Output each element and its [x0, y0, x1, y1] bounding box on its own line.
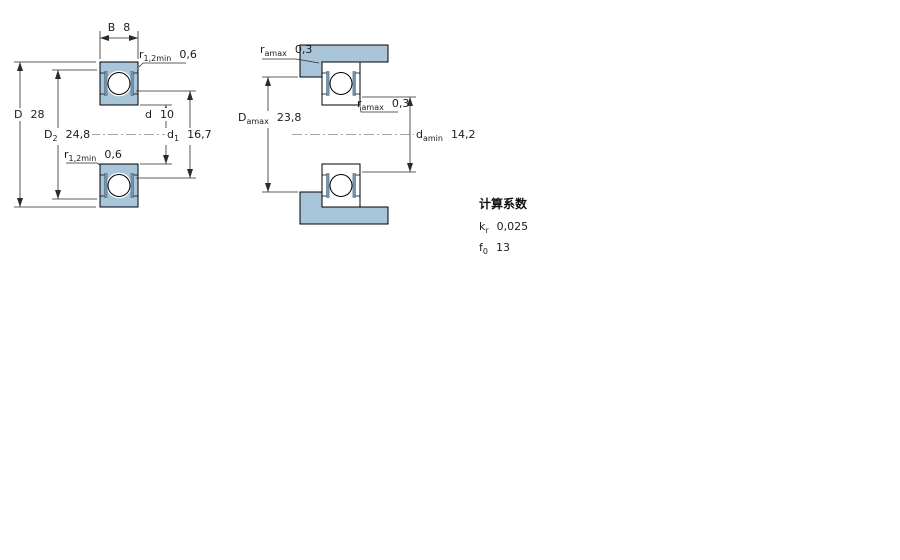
dim-ra-top-symbol: r: [260, 43, 265, 56]
dim-r12-top-value: 0,6: [179, 48, 197, 61]
factor-kr: kr 0,025: [479, 220, 528, 235]
dim-Damax-symbol: D: [238, 111, 247, 124]
dim-B-symbol: B: [107, 21, 116, 34]
dim-d1-symbol: d: [167, 128, 174, 141]
dim-ra-top-value: 0,3: [294, 43, 313, 56]
factor-kr-subscript: r: [485, 226, 489, 235]
dim-r12-top-subscript: 1,2min: [143, 54, 172, 63]
dim-label-D: D 28: [12, 108, 47, 121]
dim-r12-mid-value: 0,6: [104, 148, 122, 161]
dim-D2-value: 24,8: [65, 128, 91, 141]
dim-r12-top-symbol: r: [139, 48, 144, 61]
dim-d-symbol: d: [145, 108, 152, 121]
factor-f0: f0 13: [479, 241, 528, 256]
dim-r12-mid-symbol: r: [64, 148, 69, 161]
factor-f0-subscript: 0: [482, 247, 488, 256]
dim-D-value: 28: [30, 108, 45, 121]
dim-damin-symbol: d: [416, 128, 423, 141]
dim-D-symbol: D: [14, 108, 23, 121]
factor-f0-symbol: f: [479, 241, 483, 254]
dim-d1-subscript: 1: [173, 134, 180, 143]
dim-ra-mid-subscript: amax: [361, 103, 384, 112]
dim-damin-value: 14,2: [450, 128, 476, 141]
dim-d-value: 10: [159, 108, 174, 121]
calculation-factors-title: 计算系数: [479, 197, 528, 211]
dim-label-ra-mid: ramax 0,3: [357, 97, 409, 114]
dim-D2-symbol: D: [44, 128, 53, 141]
dim-label-Damax: Damax 23,8: [236, 111, 304, 128]
factor-f0-value: 13: [495, 241, 510, 254]
dim-D2-subscript: 2: [52, 134, 58, 143]
dimension-lines-right: [262, 58, 416, 193]
calculation-factors: 计算系数 kr 0,025 f0 13: [479, 195, 528, 262]
dim-Damax-value: 23,8: [276, 111, 302, 124]
dim-ra-mid-value: 0,3: [391, 97, 410, 110]
dim-label-damin: damin 14,2: [414, 128, 478, 145]
dim-r12-mid-subscript: 1,2min: [68, 154, 97, 163]
dim-damin-subscript: amin: [422, 134, 443, 143]
dim-ra-top-subscript: amax: [264, 49, 287, 58]
dim-label-D2: D2 24,8: [42, 128, 93, 145]
dim-B-value: 8: [123, 21, 131, 34]
dim-d1-value: 16,7: [187, 128, 212, 141]
dim-label-ra-top: ramax 0,3: [260, 43, 312, 60]
dim-label-r12-top: r1,2min 0,6: [139, 48, 197, 65]
dim-label-d: d 10: [143, 108, 176, 121]
dim-ra-mid-symbol: r: [357, 97, 362, 110]
factor-kr-value: 0,025: [496, 220, 529, 233]
factor-kr-symbol: k: [479, 220, 486, 233]
dim-label-r12-mid: r1,2min 0,6: [64, 148, 122, 165]
dim-label-d1: d1 16,7: [165, 128, 214, 145]
dim-Damax-subscript: amax: [246, 117, 269, 126]
